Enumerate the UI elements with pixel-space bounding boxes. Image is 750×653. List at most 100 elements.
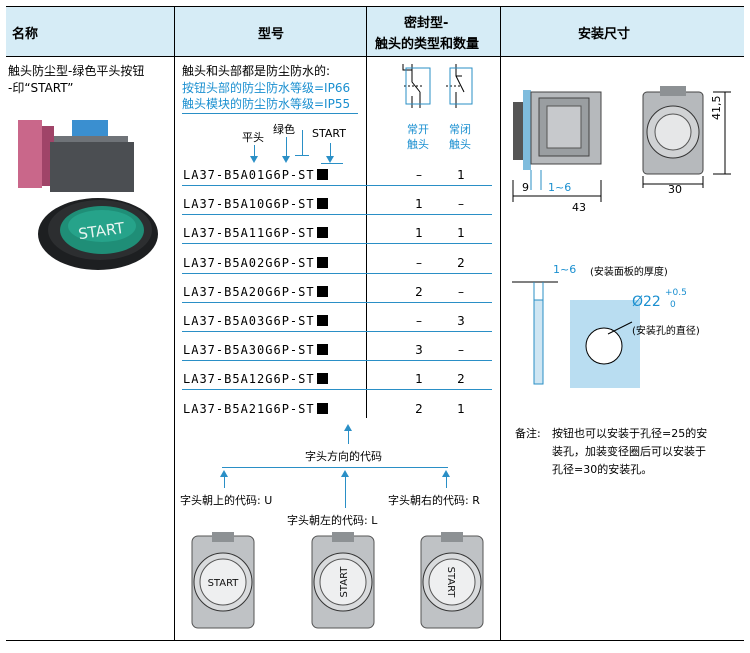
model-code: LA37-B5A30G6P-ST [183, 343, 328, 357]
label-nc-1: 常闭 [449, 123, 471, 136]
panel-side [523, 90, 531, 170]
arrow-green [286, 137, 287, 159]
contact-block-left [18, 120, 42, 188]
intro-underline [182, 113, 358, 114]
model-code: LA37-B5A21G6P-ST [183, 402, 328, 416]
placeholder-square [316, 169, 328, 180]
direction-up: 字头朝上的代码: U [180, 494, 273, 507]
hole-diameter: Ø22 [632, 294, 661, 310]
model-code: LA37-B5A01G6P-ST [183, 168, 328, 182]
model-code: LA37-B5A02G6P-ST [183, 256, 328, 270]
model-code-text: LA37-B5A02G6P-ST [183, 255, 315, 270]
no-count: – [416, 168, 422, 182]
placeholder-square [316, 402, 328, 414]
header-contact-type-2: 触头的类型和数量 [375, 37, 480, 52]
remark-line3: 孔径=30的安装孔。 [552, 463, 653, 476]
orientation-up-label: START [208, 578, 240, 589]
placeholder-square [316, 315, 328, 326]
model-code-text: LA37-B5A12G6P-ST [183, 372, 315, 387]
dim-43: 43 [572, 201, 586, 214]
orientation-right-label: START [445, 567, 456, 599]
button-orientation-left: START [311, 532, 375, 629]
intro-line1: 触头和头部都是防尘防水的: [182, 64, 331, 78]
row-divider [182, 301, 492, 303]
hole-note: (安装孔的直径) [632, 326, 700, 337]
row-divider [182, 331, 492, 332]
row-divider [182, 272, 492, 274]
model-code-text: LA37-B5A10G6P-ST [183, 197, 315, 212]
panel-thickness-note: (安装面板的厚度) [590, 267, 668, 278]
header-bar [6, 6, 744, 56]
header-bottom-border [6, 56, 744, 57]
dimension-drawing [512, 86, 731, 202]
product-name-line2: -印“START” [8, 81, 74, 95]
contact-symbol-nc [446, 64, 473, 108]
row-divider [182, 185, 492, 186]
dim-41-5: 41,5 [710, 95, 723, 121]
header-dimensions: 安装尺寸 [578, 27, 631, 42]
placeholder-square [316, 198, 328, 210]
intro-line2: 按钮头部的防尘防水等级=IP66 [182, 81, 351, 95]
header-contact-type-1: 密封型- [404, 16, 449, 31]
no-count: – [416, 255, 422, 270]
contact-symbol-no [402, 64, 431, 108]
nc-count: 3 [457, 314, 465, 328]
col-divider-3 [500, 6, 501, 640]
row-divider [182, 214, 492, 216]
dim-30: 30 [668, 183, 682, 196]
nc-count: 2 [457, 255, 465, 270]
model-code-text: LA37-B5A20G6P-ST [183, 284, 315, 299]
label-no-1: 常开 [407, 123, 429, 136]
dim-1-6: 1~6 [548, 181, 572, 194]
code-label-start: START [312, 127, 346, 140]
nc-count: 2 [457, 372, 465, 387]
header-name: 名称 [12, 27, 39, 42]
direction-hline [222, 467, 448, 468]
arrow-flat [254, 145, 255, 159]
code-label-flat: 平头 [242, 131, 264, 144]
row-divider [182, 389, 492, 391]
model-code: LA37-B5A03G6P-ST [183, 314, 328, 328]
placeholder-square [316, 256, 328, 268]
button-orientation-right: START [420, 532, 484, 629]
hole-tol-zero: 0 [670, 300, 676, 310]
model-code-text: LA37-B5A03G6P-ST [183, 314, 315, 328]
hole-tol-plus: +0.5 [665, 288, 687, 298]
direction-title: 字头方向的代码 [305, 450, 382, 463]
model-code: LA37-B5A20G6P-ST [183, 285, 328, 299]
product-photo: START [18, 120, 158, 270]
nc-count: – [458, 197, 464, 212]
model-code-text: LA37-B5A11G6P-ST [183, 226, 315, 241]
panel-hole-drawing [512, 281, 640, 388]
placeholder-square [316, 344, 328, 356]
model-code-text: LA37-B5A30G6P-ST [183, 343, 315, 358]
arrow-start [330, 143, 331, 159]
placeholder-square [316, 285, 328, 297]
row-divider [182, 243, 492, 245]
no-count: – [416, 314, 422, 328]
no-count: 3 [415, 343, 423, 358]
direction-right: 字头朝右的代码: R [388, 494, 480, 507]
label-nc-2: 触头 [449, 138, 471, 151]
nc-count: 1 [457, 168, 465, 182]
model-code: LA37-B5A12G6P-ST [183, 372, 328, 386]
no-count: 1 [415, 197, 423, 212]
remark-line2: 装孔，加装变径圈后可以安装于 [552, 445, 706, 458]
no-count: 2 [415, 401, 423, 416]
code-label-green: 绿色 [273, 123, 295, 136]
panel-thickness-range: 1~6 [553, 263, 577, 276]
product-name-line1: 触头防尘型-绿色平头按钮 [8, 64, 145, 78]
remark-line1: 按钮也可以安装于孔径=25的安 [552, 427, 708, 440]
model-code-text: LA37-B5A21G6P-ST [183, 401, 315, 416]
label-no-2: 触头 [407, 138, 429, 151]
placeholder-square [316, 227, 328, 239]
orientation-left-label: START [339, 566, 350, 598]
no-count: 1 [415, 372, 423, 387]
nc-count: 1 [457, 401, 465, 416]
remark-label: 备注: [515, 427, 541, 440]
no-count: 2 [415, 284, 423, 299]
nc-count: 1 [457, 226, 465, 241]
arrow-direction-main [348, 428, 349, 444]
button-orientation-up: START [191, 532, 255, 629]
header-model: 型号 [258, 27, 285, 42]
